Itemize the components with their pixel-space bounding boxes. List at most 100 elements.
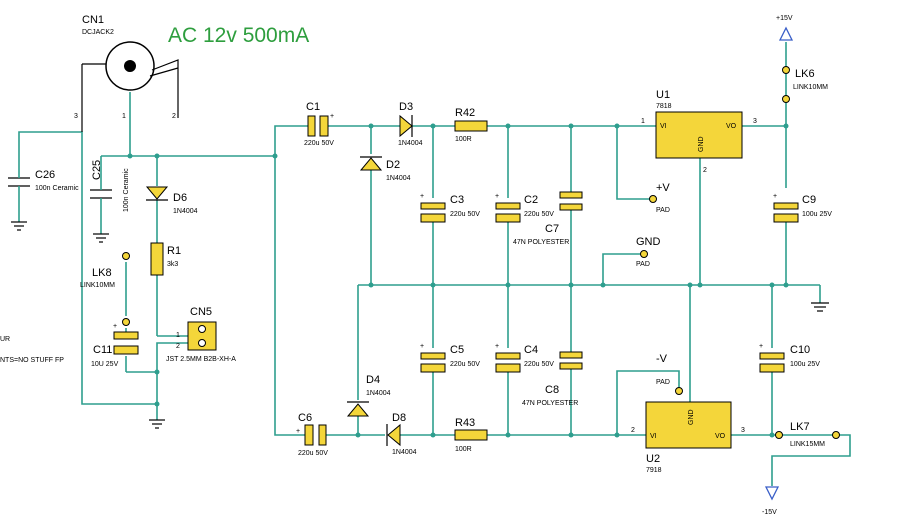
svg-text:+: + xyxy=(420,193,424,200)
svg-text:220u 50V: 220u 50V xyxy=(298,450,328,457)
svg-text:+: + xyxy=(330,113,334,120)
svg-text:C8: C8 xyxy=(545,384,559,396)
c5-capacitor: + C5 220u 50V xyxy=(420,343,480,373)
neg15-supply: -15V xyxy=(762,486,780,516)
c6-capacitor: + C6 220u 50V xyxy=(296,412,328,457)
svg-text:CN5: CN5 xyxy=(190,306,212,318)
c11-capacitor: + C11 10U 25V xyxy=(91,323,139,368)
svg-text:PAD: PAD xyxy=(656,379,670,386)
lk8-link: LK8 LINK10MM xyxy=(80,252,130,326)
svg-text:LINK10MM: LINK10MM xyxy=(80,282,115,289)
svg-text:100R: 100R xyxy=(455,136,472,143)
svg-text:C1: C1 xyxy=(306,101,320,113)
svg-text:3: 3 xyxy=(753,118,757,125)
d4-diode: D4 1N4004 xyxy=(346,374,391,417)
c10-capacitor: + C10 100u 25V xyxy=(759,343,820,373)
svg-text:220u 50V: 220u 50V xyxy=(524,211,554,218)
svg-text:7918: 7918 xyxy=(646,467,662,474)
svg-text:220u 50V: 220u 50V xyxy=(450,211,480,218)
svg-text:+: + xyxy=(495,343,499,350)
svg-text:CN1: CN1 xyxy=(82,14,104,26)
svg-text:1N4004: 1N4004 xyxy=(386,175,411,182)
junction-dots xyxy=(127,123,789,438)
svg-text:220u 50V: 220u 50V xyxy=(304,140,334,147)
d6-diode: D6 1N4004 xyxy=(145,186,198,215)
svg-text:C7: C7 xyxy=(545,223,559,235)
svg-text:C10: C10 xyxy=(790,344,810,356)
svg-text:-V: -V xyxy=(656,353,668,365)
pad-negative: -V PAD xyxy=(656,353,683,395)
c25-capacitor: C25 100n Ceramic xyxy=(90,160,130,212)
svg-text:PAD: PAD xyxy=(636,261,650,268)
ground-symbols xyxy=(11,221,829,429)
r43-resistor: R43 100R xyxy=(454,417,488,453)
svg-text:C5: C5 xyxy=(450,344,464,356)
left-note-1: UR xyxy=(0,336,10,343)
c2-capacitor: + C2 220u 50V xyxy=(495,193,554,223)
svg-text:GND: GND xyxy=(698,136,705,152)
svg-text:1: 1 xyxy=(122,113,126,120)
svg-text:100n Ceramic: 100n Ceramic xyxy=(123,168,130,212)
svg-text:VO: VO xyxy=(726,123,737,130)
svg-text:GND: GND xyxy=(636,236,661,248)
svg-text:R1: R1 xyxy=(167,245,181,257)
svg-text:47N POLYESTER: 47N POLYESTER xyxy=(513,239,569,246)
svg-text:1N4004: 1N4004 xyxy=(392,449,417,456)
c1-capacitor: + C1 220u 50V xyxy=(304,101,334,147)
svg-text:D4: D4 xyxy=(366,374,380,386)
svg-text:D8: D8 xyxy=(392,412,406,424)
svg-text:220u 50V: 220u 50V xyxy=(450,361,480,368)
svg-text:C6: C6 xyxy=(298,412,312,424)
r42-resistor: R42 100R xyxy=(454,107,488,143)
c8-capacitor: C8 47N POLYESTER xyxy=(522,351,583,407)
svg-text:+V: +V xyxy=(656,182,670,194)
svg-text:C4: C4 xyxy=(524,344,538,356)
cn1-dc-jack: CN1 DCJACK2 3 1 2 xyxy=(74,14,179,132)
u2-regulator: VI VO GND U2 7918 2 3 xyxy=(631,401,745,474)
svg-text:C2: C2 xyxy=(524,194,538,206)
c26-capacitor: C26 100n Ceramic xyxy=(8,169,79,198)
lk6-link: LK6 LINK10MM xyxy=(782,66,828,103)
svg-text:C9: C9 xyxy=(802,194,816,206)
svg-text:R42: R42 xyxy=(455,107,475,119)
svg-text:1: 1 xyxy=(176,332,180,339)
svg-text:7818: 7818 xyxy=(656,103,672,110)
svg-text:1N4004: 1N4004 xyxy=(366,390,391,397)
svg-text:10U 25V: 10U 25V xyxy=(91,361,119,368)
svg-text:R43: R43 xyxy=(455,417,475,429)
svg-text:C11: C11 xyxy=(93,344,112,356)
svg-text:U1: U1 xyxy=(656,89,670,101)
svg-text:2: 2 xyxy=(172,113,176,120)
svg-text:2: 2 xyxy=(703,167,707,174)
svg-text:D6: D6 xyxy=(173,192,187,204)
svg-text:JST 2.5MM B2B-XH-A: JST 2.5MM B2B-XH-A xyxy=(166,356,236,363)
svg-text:100u 25V: 100u 25V xyxy=(790,361,820,368)
c9-capacitor: + C9 100u 25V xyxy=(773,193,832,223)
svg-text:100u 25V: 100u 25V xyxy=(802,211,832,218)
d8-diode: D8 1N4004 xyxy=(386,412,417,456)
pad-ground: GND PAD xyxy=(636,236,661,268)
lk7-link: LK7 LINK15MM xyxy=(775,421,840,448)
svg-text:+15V: +15V xyxy=(776,15,793,22)
svg-text:LK7: LK7 xyxy=(790,421,810,433)
svg-text:1N4004: 1N4004 xyxy=(398,140,423,147)
svg-text:LINK15MM: LINK15MM xyxy=(790,441,825,448)
svg-text:2: 2 xyxy=(176,343,180,350)
svg-text:1: 1 xyxy=(641,118,645,125)
cn5-connector: CN5 1 2 JST 2.5MM B2B-XH-A xyxy=(166,306,236,363)
svg-text:LINK10MM: LINK10MM xyxy=(793,84,828,91)
c7-capacitor: C7 47N POLYESTER xyxy=(513,191,583,246)
svg-text:+: + xyxy=(113,323,117,330)
svg-text:C26: C26 xyxy=(35,169,55,181)
svg-text:47N POLYESTER: 47N POLYESTER xyxy=(522,400,578,407)
pos15-supply: +15V xyxy=(776,15,794,41)
d2-diode: D2 1N4004 xyxy=(359,156,411,182)
svg-text:1N4004: 1N4004 xyxy=(173,208,198,215)
d3-diode: D3 1N4004 xyxy=(398,101,423,147)
c3-capacitor: + C3 220u 50V xyxy=(420,193,480,223)
u1-regulator: VI VO GND U1 7818 1 3 2 xyxy=(641,89,757,174)
svg-text:3: 3 xyxy=(74,113,78,120)
left-note-2: NTS=NO STUFF FP xyxy=(0,357,64,364)
svg-text:100n Ceramic: 100n Ceramic xyxy=(35,185,79,192)
